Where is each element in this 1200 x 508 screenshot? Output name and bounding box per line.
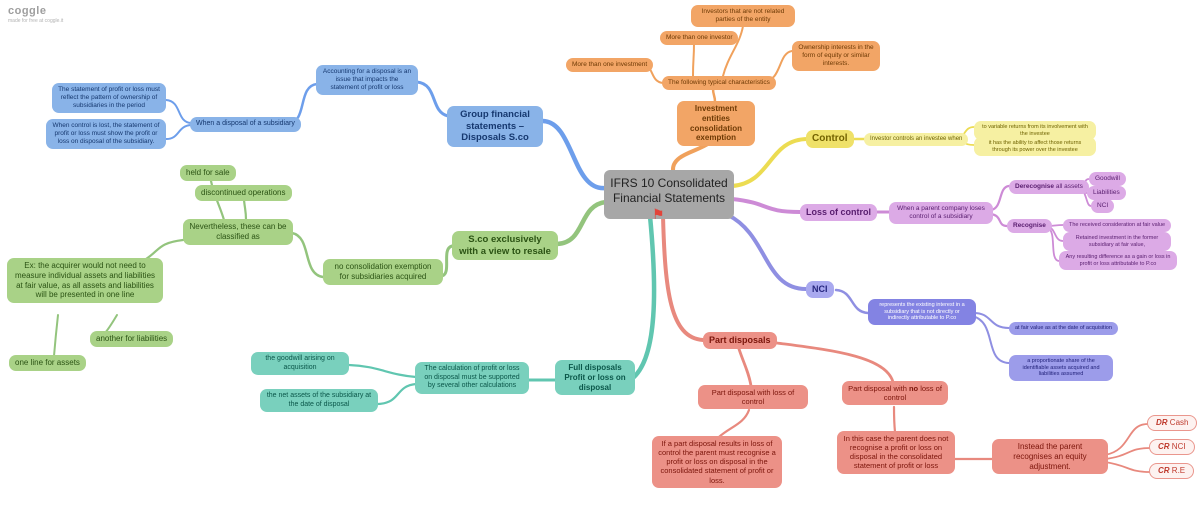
node-control-lost[interactable]: When control is lost, the statement of p… — [46, 119, 166, 149]
node-nevertheless-classified[interactable]: Nevertheless, these can be classified as — [183, 219, 293, 245]
node-liabilities[interactable]: Liabilities — [1087, 186, 1126, 200]
node-parent-loses-control[interactable]: When a parent company loses control of a… — [889, 202, 993, 224]
derecognise-label: Derecognise all assets — [1015, 183, 1083, 190]
node-no-consolidation-exemption[interactable]: no consolidation exemption for subsidiar… — [323, 259, 443, 285]
node-retained-investment[interactable]: Retained investment in the former subsid… — [1063, 232, 1171, 252]
node-with-loss-detail[interactable]: If a part disposal results in loss of co… — [652, 436, 782, 488]
central-topic-label: IFRS 10 Consolidated Financial Statement… — [610, 176, 728, 205]
node-nci-definition[interactable]: represents the existing interest in a su… — [868, 299, 976, 326]
node-part-disposals[interactable]: Part disposals — [703, 332, 777, 349]
node-dr-cash[interactable]: DR Cash — [1147, 415, 1198, 431]
node-one-line-for-assets[interactable]: one line for assets — [9, 355, 86, 371]
node-no-loss-detail[interactable]: In this case the parent does not recogni… — [837, 431, 955, 474]
no-loss-label: Part disposal with no loss of control — [848, 384, 942, 403]
violet-branch-connectors — [726, 213, 1010, 364]
node-calculation-supported[interactable]: The calculation of profit or loss on dis… — [415, 362, 529, 394]
node-nci-proportionate-share[interactable]: a proportionate share of the identifiabl… — [1009, 355, 1113, 382]
node-loss-of-control[interactable]: Loss of control — [800, 204, 877, 221]
node-sco-view-to-resale[interactable]: S.co exclusively with a view to resale — [452, 231, 558, 261]
central-topic[interactable]: IFRS 10 Consolidated Financial Statement… — [604, 170, 734, 223]
node-equity-adjustment[interactable]: Instead the parent recognises an equity … — [992, 439, 1108, 475]
node-ability-to-affect[interactable]: it has the ability to affect those retur… — [974, 137, 1096, 157]
flag-icon[interactable]: ⚑ — [652, 206, 665, 223]
node-unrelated-investors[interactable]: Investors that are not related parties o… — [691, 5, 795, 27]
node-more-than-one-investment[interactable]: More than one investment — [566, 58, 654, 72]
teal-branch-connectors — [347, 213, 657, 406]
node-ownership-pattern[interactable]: The statement of profit or loss must ref… — [52, 83, 166, 113]
node-variable-returns[interactable]: to variable returns from its involvement… — [974, 121, 1096, 141]
node-cr-re[interactable]: CR R.E — [1149, 463, 1195, 479]
node-goodwill-arising[interactable]: the goodwill arising on acquisition — [251, 352, 349, 376]
node-typical-characteristics[interactable]: The following typical characteristics — [662, 76, 776, 90]
node-part-disposal-with-loss[interactable]: Part disposal with loss of control — [698, 385, 808, 410]
coggle-tagline: made for free at coggle.it — [8, 18, 64, 24]
node-received-consideration[interactable]: The received consideration at fair value — [1063, 219, 1171, 232]
node-recognise[interactable]: Recognise — [1007, 219, 1052, 233]
node-accounting-issue[interactable]: Accounting for a disposal is an issue th… — [316, 65, 418, 95]
node-group-financial-statements[interactable]: Group financial statements – Disposals S… — [447, 106, 543, 147]
cr-re-label: CR R.E — [1158, 466, 1186, 475]
node-acquirer-example[interactable]: Ex: the acquirer would not need to measu… — [7, 258, 163, 303]
node-another-for-liabilities[interactable]: another for liabilities — [90, 331, 174, 347]
node-held-for-sale[interactable]: held for sale — [180, 165, 236, 181]
orange-branch-connectors — [642, 25, 793, 173]
node-ownership-interests[interactable]: Ownership interests in the form of equit… — [792, 41, 880, 71]
node-discontinued-operations[interactable]: discontinued operations — [195, 185, 292, 201]
green-branch-connectors — [53, 179, 609, 357]
node-cr-nci[interactable]: CR NCI — [1149, 439, 1195, 455]
node-controls-when[interactable]: Investor controls an investee when — [864, 133, 969, 147]
salmon-branch-connectors — [661, 214, 1151, 473]
dr-cash-label: DR Cash — [1156, 418, 1189, 427]
node-when-disposal[interactable]: When a disposal of a subsidiary — [190, 117, 301, 132]
node-resulting-difference[interactable]: Any resulting difference as a gain or lo… — [1059, 251, 1177, 271]
node-more-than-one-investor[interactable]: More than one investor — [660, 31, 739, 45]
node-nci-derecognise[interactable]: NCI — [1091, 199, 1115, 213]
node-part-disposal-no-loss[interactable]: Part disposal with no loss of control — [842, 381, 948, 406]
cr-nci-label: CR NCI — [1158, 442, 1186, 451]
node-nci-fair-value[interactable]: at fair value as at the date of acquisit… — [1009, 322, 1118, 335]
node-nci[interactable]: NCI — [806, 281, 834, 298]
node-net-assets-at-disposal[interactable]: the net assets of the subsidiary at the … — [260, 389, 378, 413]
coggle-logo[interactable]: coggle — [8, 5, 47, 17]
node-goodwill[interactable]: Goodwill — [1089, 172, 1126, 186]
coggle-watermark: coggle made for free at coggle.it — [8, 5, 63, 24]
blue-branch-connectors — [165, 80, 609, 191]
node-investment-entities-exemption[interactable]: Investment entities consolidation exempt… — [677, 101, 755, 146]
node-control[interactable]: Control — [806, 130, 854, 149]
node-derecognise-all-assets[interactable]: Derecognise all assets — [1009, 180, 1089, 194]
